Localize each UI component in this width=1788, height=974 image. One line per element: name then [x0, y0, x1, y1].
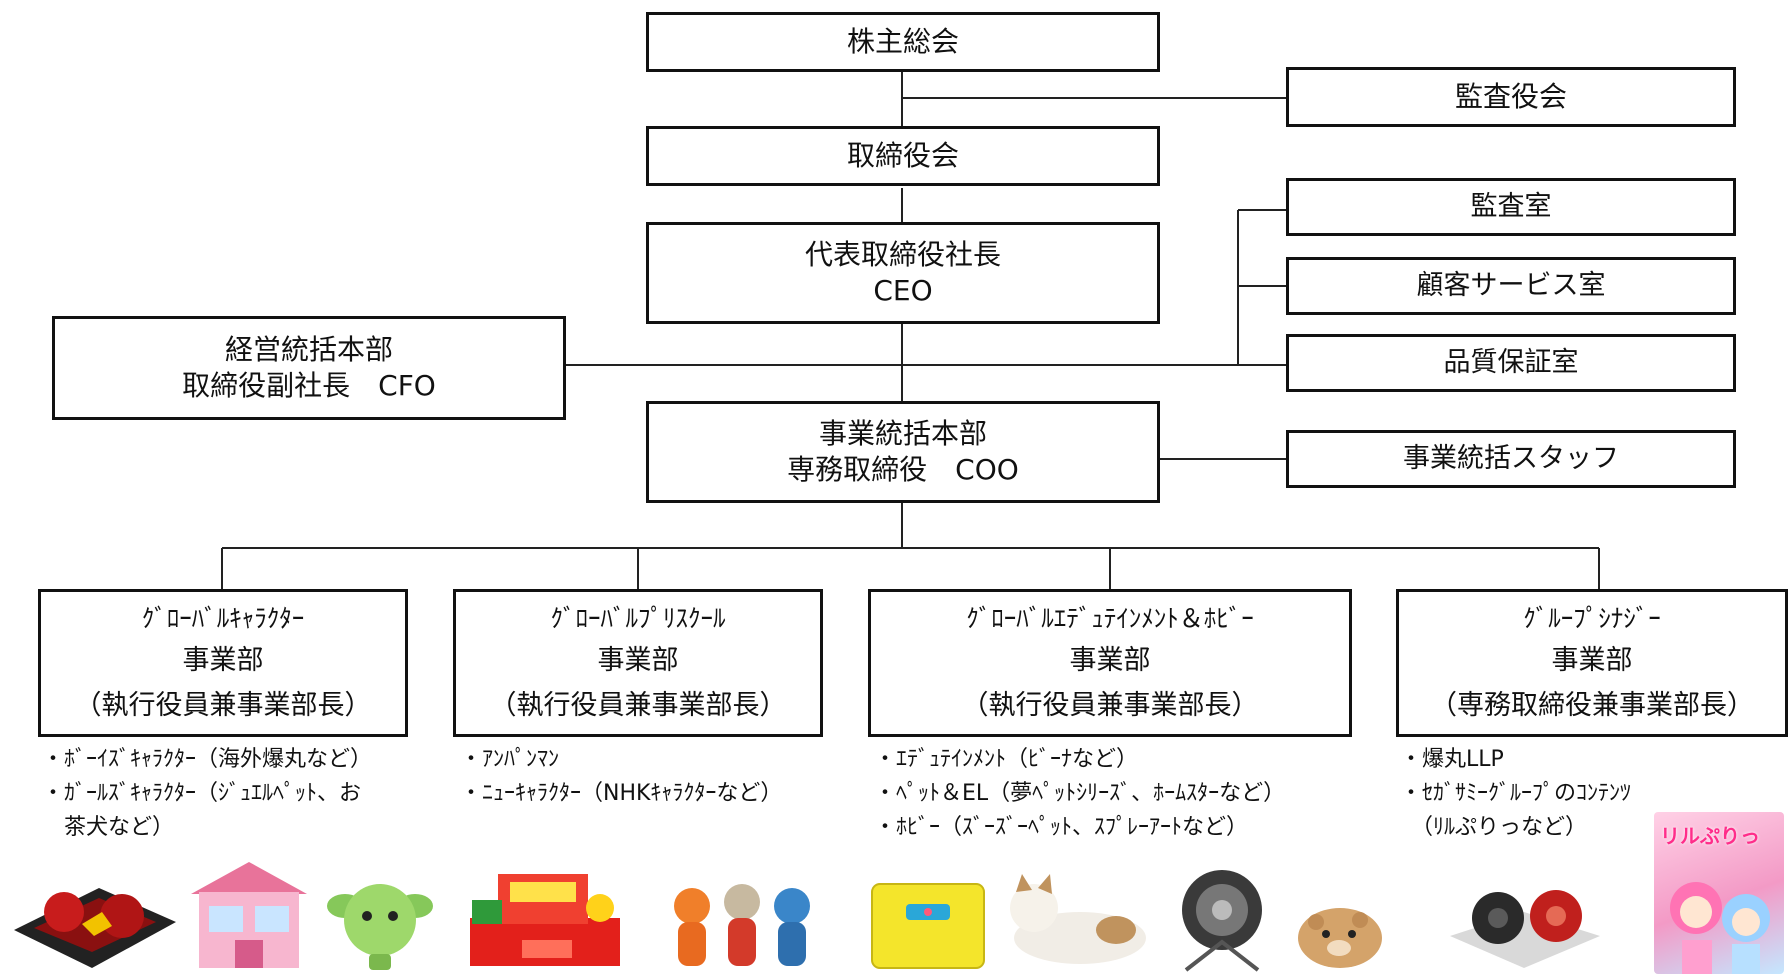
- board-of-directors-box: 取締役会: [646, 126, 1160, 186]
- ceo-role: CEO: [873, 274, 933, 307]
- division-name: ｸﾞﾛｰﾊﾞﾙｷｬﾗｸﾀｰ: [141, 603, 305, 633]
- division-global-preschool-box: ｸﾞﾛｰﾊﾞﾙﾌﾟﾘｽｸｰﾙ 事業部 （執行役員兼事業部長）: [453, 589, 823, 737]
- division-name: ｸﾞﾛｰﾊﾞﾙｴﾃﾞｭﾃｲﾝﾒﾝﾄ＆ﾎﾋﾞｰ: [966, 603, 1254, 633]
- division-group-synergy-products: ・爆丸LLP ・ｾｶﾞｻﾐｰｸﾞﾙｰﾌﾟのｺﾝﾃﾝﾂ （ﾘﾙぷりっなど）: [1400, 743, 1700, 845]
- anime-cover-art-image: リルぷりっ: [1654, 812, 1784, 974]
- division-head: （執行役員兼事業部長）: [74, 689, 372, 721]
- division-unit: 事業部: [1069, 645, 1151, 677]
- audit-board-label: 監査役会: [1454, 79, 1567, 113]
- division-group-synergy-box: ｸﾞﾙｰﾌﾟｼﾅｼﾞｰ 事業部 （専務取締役兼事業部長）: [1396, 589, 1788, 737]
- audit-office-label: 監査室: [1470, 191, 1552, 223]
- plush-dolls-image: [674, 884, 810, 966]
- board-of-directors-label: 取締役会: [846, 138, 959, 172]
- division-global-edutainment-products: ・ｴﾃﾞｭﾃｲﾝﾒﾝﾄ（ﾋﾞｰﾅなど） ・ﾍﾟｯﾄ＆EL（夢ﾍﾟｯﾄｼﾘｰｽﾞ、…: [874, 743, 1294, 845]
- product-line-item: ・ﾎﾋﾞｰ（ｽﾞｰｽﾞｰﾍﾟｯﾄ、ｽﾌﾟﾚｰｱｰﾄなど）: [874, 815, 1249, 841]
- customer-service-box: 顧客サービス室: [1286, 257, 1736, 315]
- home-planetarium-image: [1182, 870, 1262, 972]
- doll-house-image: [191, 862, 307, 968]
- division-global-preschool-products: ・ｱﾝﾊﾟﾝﾏﾝ ・ﾆｭｰｷｬﾗｸﾀｰ（NHKｷｬﾗｸﾀｰなど）: [460, 743, 860, 811]
- management-hq-title: 経営統括本部: [224, 332, 393, 366]
- division-unit: 事業部: [182, 645, 264, 677]
- division-name: ｸﾞﾛｰﾊﾞﾙﾌﾟﾘｽｸｰﾙ: [550, 603, 726, 633]
- robotic-cat-image: [1010, 874, 1146, 964]
- division-head: （執行役員兼事業部長）: [961, 689, 1259, 721]
- product-line-item: ・ｴﾃﾞｭﾃｲﾝﾒﾝﾄ（ﾋﾞｰﾅなど）: [874, 747, 1139, 772]
- division-global-edutainment-box: ｸﾞﾛｰﾊﾞﾙｴﾃﾞｭﾃｲﾝﾒﾝﾄ＆ﾎﾋﾞｰ 事業部 （執行役員兼事業部長）: [868, 589, 1352, 737]
- management-hq-role: 取締役副社長 CFO: [182, 369, 436, 402]
- hamster-pet-image: [1298, 908, 1382, 968]
- audit-office-box: 監査室: [1286, 178, 1736, 236]
- battle-arena-toy-image: [14, 888, 176, 968]
- product-line-item: ・ｾｶﾞｻﾐｰｸﾞﾙｰﾌﾟのｺﾝﾃﾝﾂ: [1400, 781, 1632, 807]
- battle-ball-figures-image: [1450, 890, 1600, 968]
- product-line-item: ・ｱﾝﾊﾟﾝﾏﾝ: [460, 747, 560, 772]
- product-line-item: ・ｶﾞｰﾙｽﾞｷｬﾗｸﾀｰ（ｼﾞｭｴﾙﾍﾟｯﾄ、お: [42, 781, 362, 807]
- product-line-item: 茶犬など）: [42, 815, 175, 841]
- learning-laptop-image: [871, 883, 985, 969]
- anime-characters-illustration: [1670, 882, 1770, 974]
- customer-service-label: 顧客サービス室: [1416, 270, 1606, 302]
- audit-board-box: 監査役会: [1286, 67, 1736, 127]
- division-name: ｸﾞﾙｰﾌﾟｼﾅｼﾞｰ: [1523, 603, 1661, 633]
- cover-title-text: リルぷりっ: [1660, 824, 1760, 848]
- product-line-item: ・ﾎﾞｰｲｽﾞｷｬﾗｸﾀｰ（海外爆丸など）: [42, 747, 373, 772]
- quality-assurance-label: 品質保証室: [1443, 347, 1579, 379]
- product-line-item: （ﾘﾙぷりっなど）: [1400, 815, 1588, 841]
- quality-assurance-box: 品質保証室: [1286, 334, 1736, 392]
- division-unit: 事業部: [1551, 645, 1633, 677]
- product-line-item: ・爆丸LLP: [1400, 747, 1504, 772]
- cash-register-toy-image: [470, 874, 620, 966]
- division-global-character-products: ・ﾎﾞｰｲｽﾞｷｬﾗｸﾀｰ（海外爆丸など） ・ｶﾞｰﾙｽﾞｷｬﾗｸﾀｰ（ｼﾞｭｴ…: [42, 743, 422, 845]
- product-line-item: ・ﾆｭｰｷｬﾗｸﾀｰ（NHKｷｬﾗｸﾀｰなど）: [460, 781, 783, 807]
- shareholders-meeting-label: 株主総会: [846, 24, 959, 58]
- division-unit: 事業部: [597, 645, 679, 677]
- ceo-box: 代表取締役社長 CEO: [646, 222, 1160, 324]
- green-creature-toy-image: [327, 884, 433, 970]
- division-head: （専務取締役兼事業部長）: [1430, 689, 1754, 721]
- division-global-character-box: ｸﾞﾛｰﾊﾞﾙｷｬﾗｸﾀｰ 事業部 （執行役員兼事業部長）: [38, 589, 408, 737]
- business-hq-role: 専務取締役 COO: [787, 453, 1019, 486]
- business-staff-label: 事業統括スタッフ: [1403, 443, 1619, 475]
- business-staff-box: 事業統括スタッフ: [1286, 430, 1736, 488]
- business-hq-box: 事業統括本部 専務取締役 COO: [646, 401, 1160, 503]
- shareholders-meeting-box: 株主総会: [646, 12, 1160, 72]
- business-hq-title: 事業統括本部: [818, 416, 987, 450]
- ceo-title: 代表取締役社長: [804, 237, 1001, 271]
- product-line-item: ・ﾍﾟｯﾄ＆EL（夢ﾍﾟｯﾄｼﾘｰｽﾞ、ﾎｰﾑｽﾀｰなど）: [874, 781, 1286, 807]
- management-hq-box: 経営統括本部 取締役副社長 CFO: [52, 316, 566, 420]
- division-head: （執行役員兼事業部長）: [489, 689, 787, 721]
